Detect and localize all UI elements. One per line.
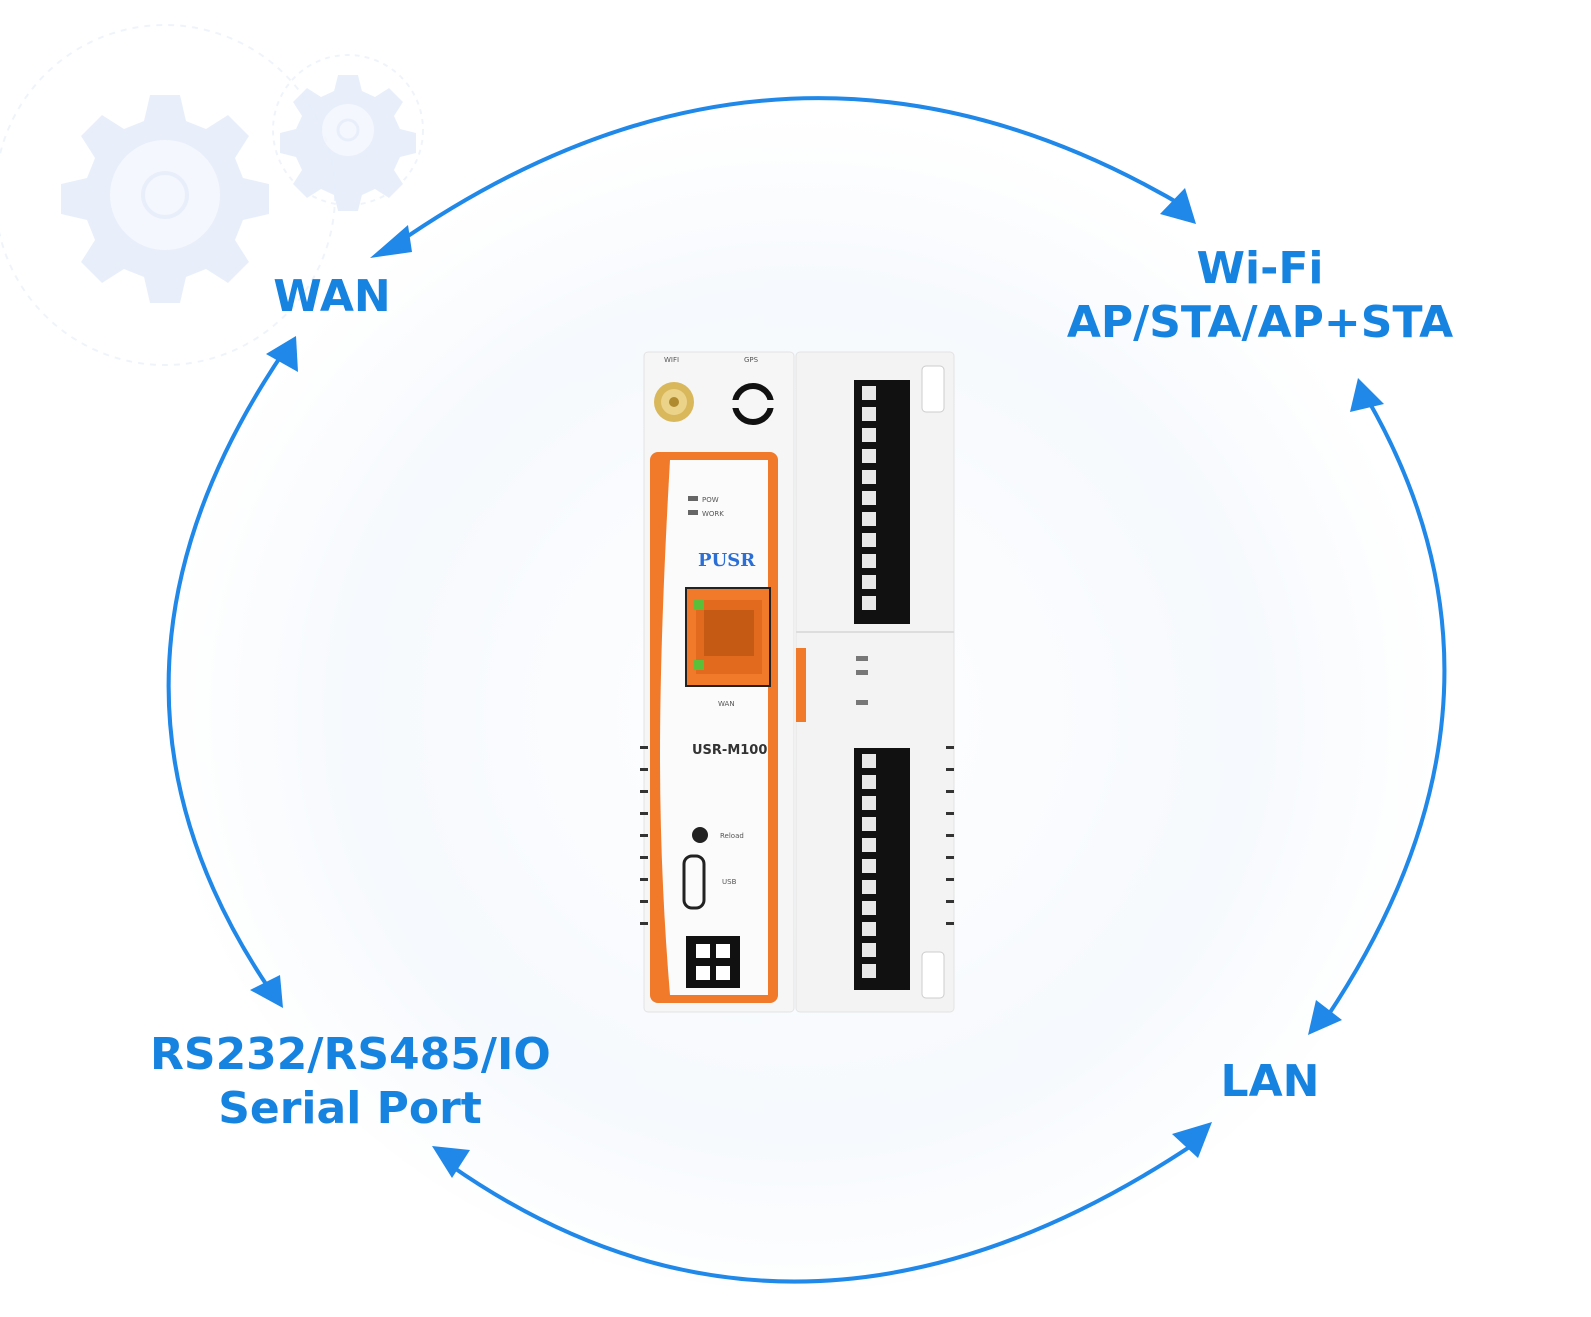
arrow-head-icon	[1172, 1122, 1212, 1158]
antenna-connector-icon	[654, 382, 694, 422]
led-pow-label: POW	[702, 496, 719, 504]
device-usr-m100: WIFI GPS POW WORK PUSR WAN USR-M100 Relo…	[640, 351, 955, 1013]
port-wan-label: WAN	[718, 700, 735, 708]
arc-serial-wan	[166, 336, 298, 1008]
antenna-gps-label: GPS	[744, 356, 759, 364]
arrow-head-icon	[1308, 1000, 1342, 1035]
reload-label: Reload	[720, 832, 744, 840]
arrow-head-icon	[370, 225, 412, 258]
arrow-head-icon	[266, 336, 298, 372]
arrow-head-icon	[432, 1146, 470, 1178]
arc-lan-serial	[432, 1122, 1212, 1284]
arrow-head-icon	[1350, 378, 1384, 412]
usb-port-icon	[682, 854, 706, 910]
led-work-label: WORK	[702, 510, 724, 518]
label-wan: WAN	[273, 271, 391, 322]
model-label: USR-M100	[692, 743, 767, 758]
label-serial: RS232/RS485/IO Serial Port	[150, 1029, 551, 1134]
label-wifi: Wi-Fi AP/STA/AP+STA	[1066, 243, 1454, 348]
brand-logo: PUSR	[698, 550, 756, 571]
arrow-head-icon	[250, 975, 283, 1008]
arrow-head-icon	[1160, 188, 1196, 224]
reload-button-icon	[692, 827, 708, 843]
arc-wifi-lan	[1308, 378, 1447, 1035]
gear-small-icon	[272, 54, 424, 211]
label-lan: LAN	[1220, 1056, 1320, 1107]
gear-icon	[0, 24, 336, 366]
gps-connector-icon	[732, 383, 774, 425]
ethernet-port-icon	[685, 587, 771, 687]
antenna-wifi-label: WIFI	[664, 356, 679, 364]
arc-wan-wifi	[370, 96, 1196, 258]
usb-label: USB	[722, 878, 737, 886]
